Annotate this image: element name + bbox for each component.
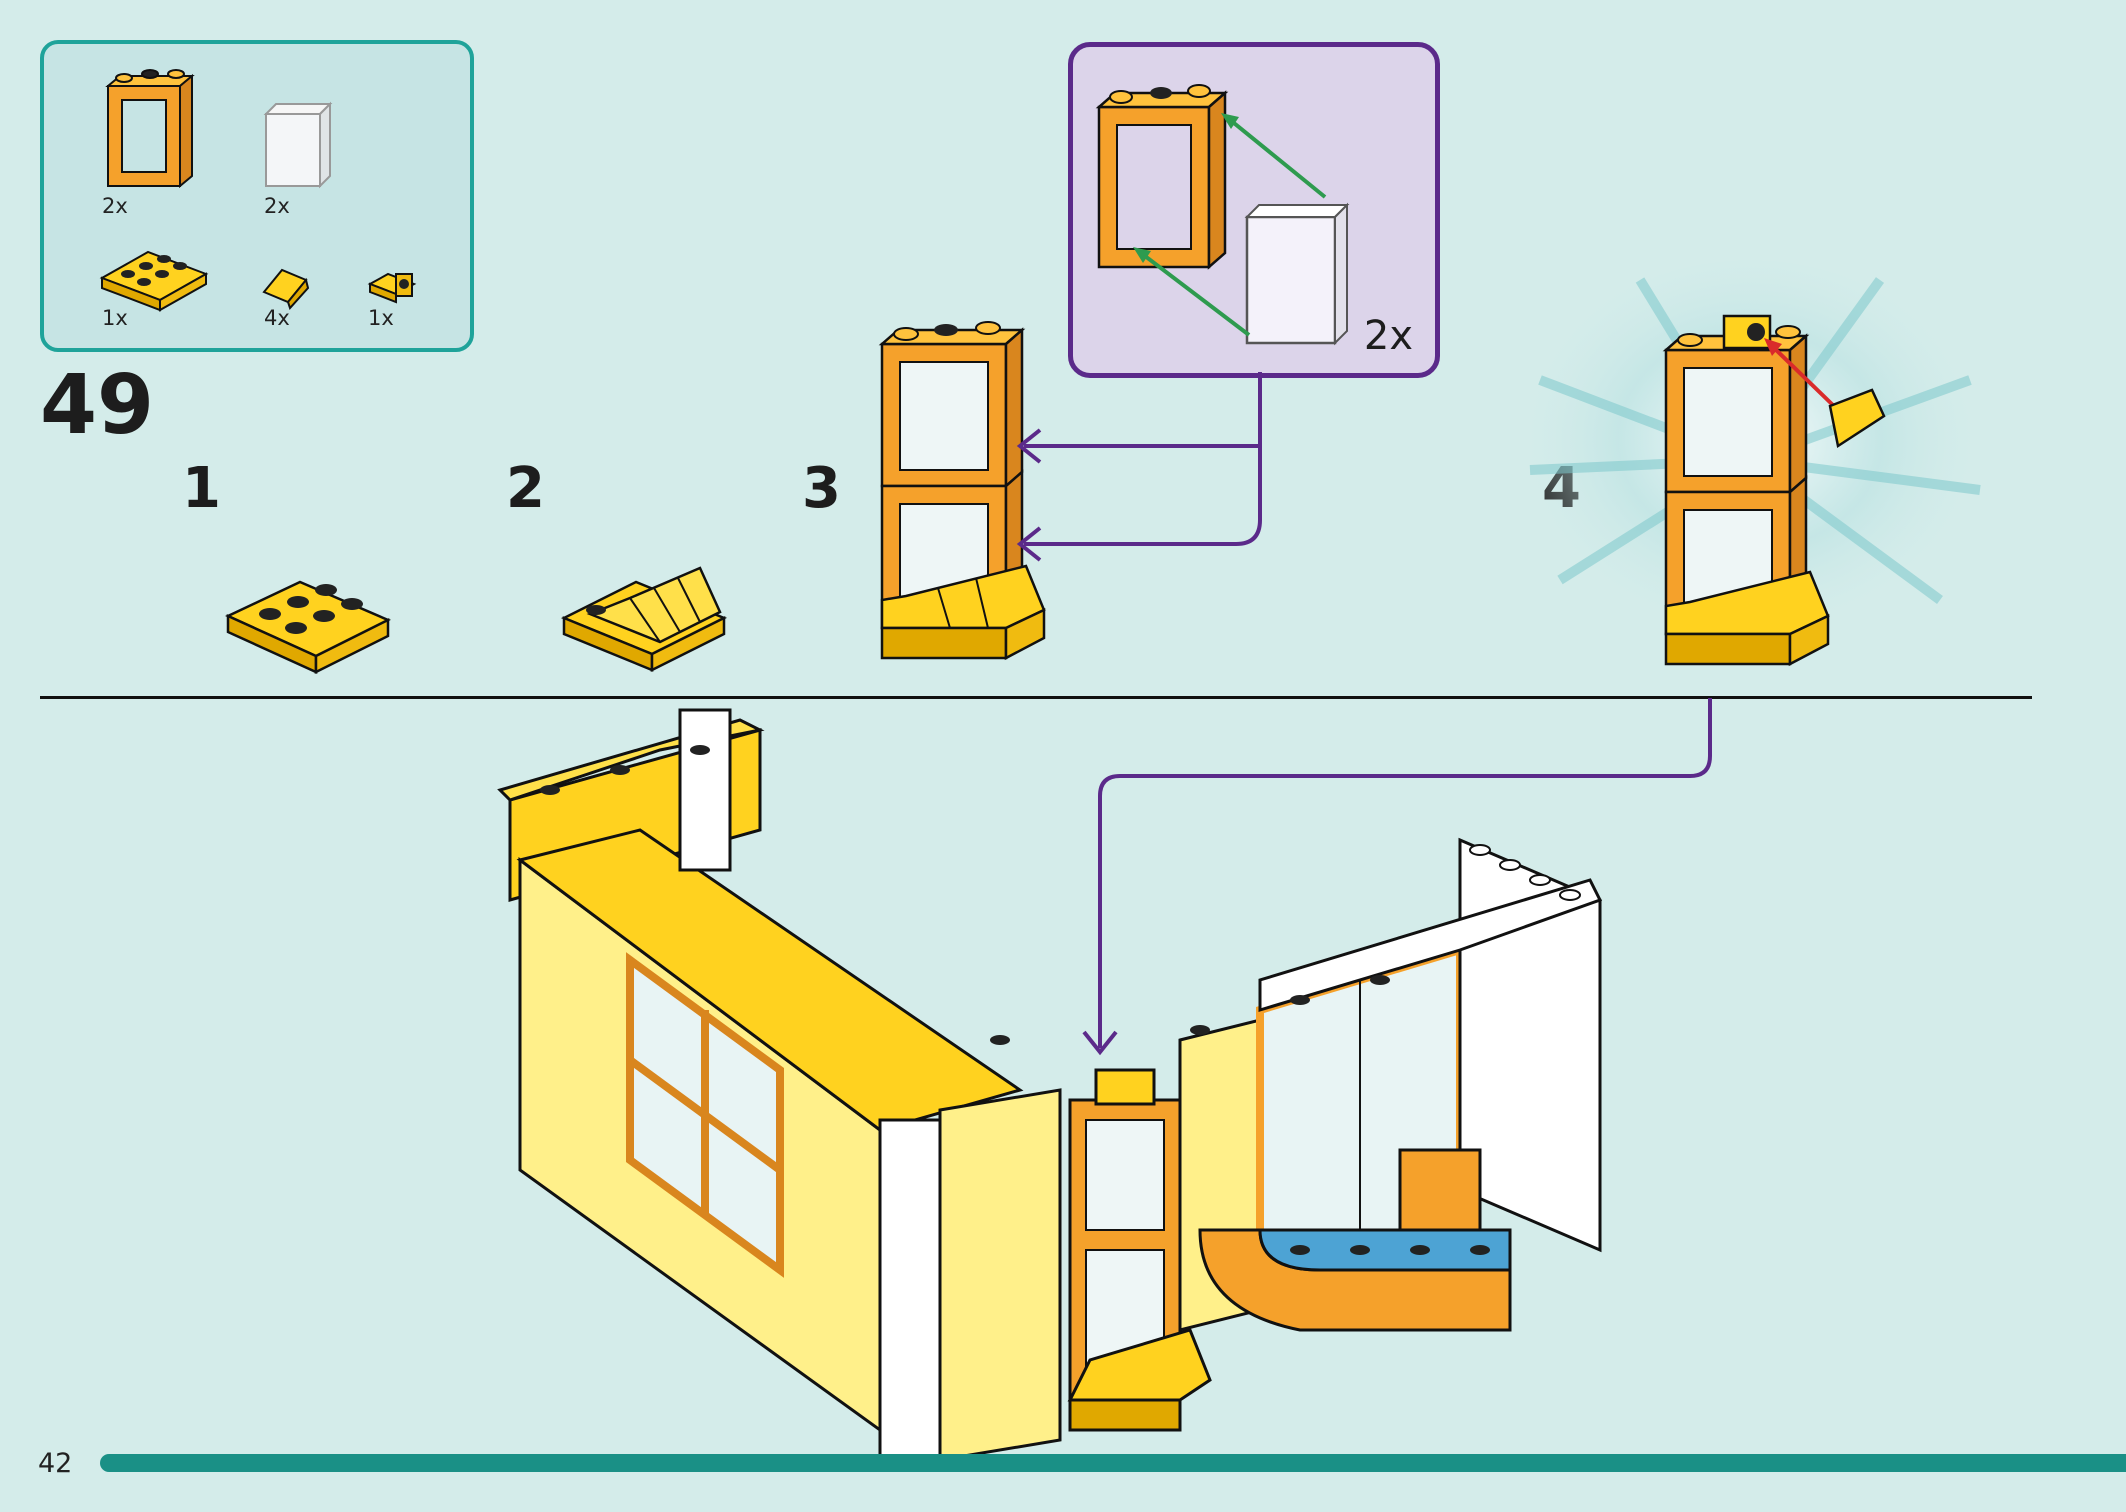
substep-4-window-stack	[1662, 314, 1886, 667]
bracket-tile-icon	[367, 272, 417, 304]
plate-icon	[99, 250, 209, 312]
progress-bar	[100, 1454, 2126, 1472]
parts-list-box: 2x 2x 1x 4x 1x	[40, 40, 474, 352]
window-frame-icon	[105, 69, 195, 189]
callout-qty: 2x	[1363, 313, 1413, 359]
slope-tile-qty: 4x	[264, 306, 290, 330]
section-divider	[40, 696, 2032, 699]
green-insert-arrows	[1133, 113, 1327, 337]
substep-3-number: 3	[802, 456, 841, 521]
bracket-tile-qty: 1x	[368, 306, 394, 330]
callout-glass-pane	[1244, 202, 1350, 346]
substep-1-plate	[225, 580, 391, 675]
substep-1-number: 1	[182, 456, 221, 521]
window-glass-qty: 2x	[264, 194, 290, 218]
substep-2-number: 2	[506, 456, 545, 521]
main-model-illustration	[497, 708, 1603, 1462]
callout-window-frame	[1095, 84, 1229, 270]
page-number: 42	[38, 1448, 73, 1479]
window-glass-icon	[263, 101, 333, 189]
step-number: 49	[40, 358, 155, 453]
window-frame-qty: 2x	[102, 194, 128, 218]
substep-3-window-stack	[878, 321, 1046, 661]
plate-qty: 1x	[102, 306, 128, 330]
substep-2-assembly	[560, 566, 728, 673]
slope-tile-icon	[262, 268, 310, 310]
callout-box: 2x	[1068, 42, 1440, 378]
